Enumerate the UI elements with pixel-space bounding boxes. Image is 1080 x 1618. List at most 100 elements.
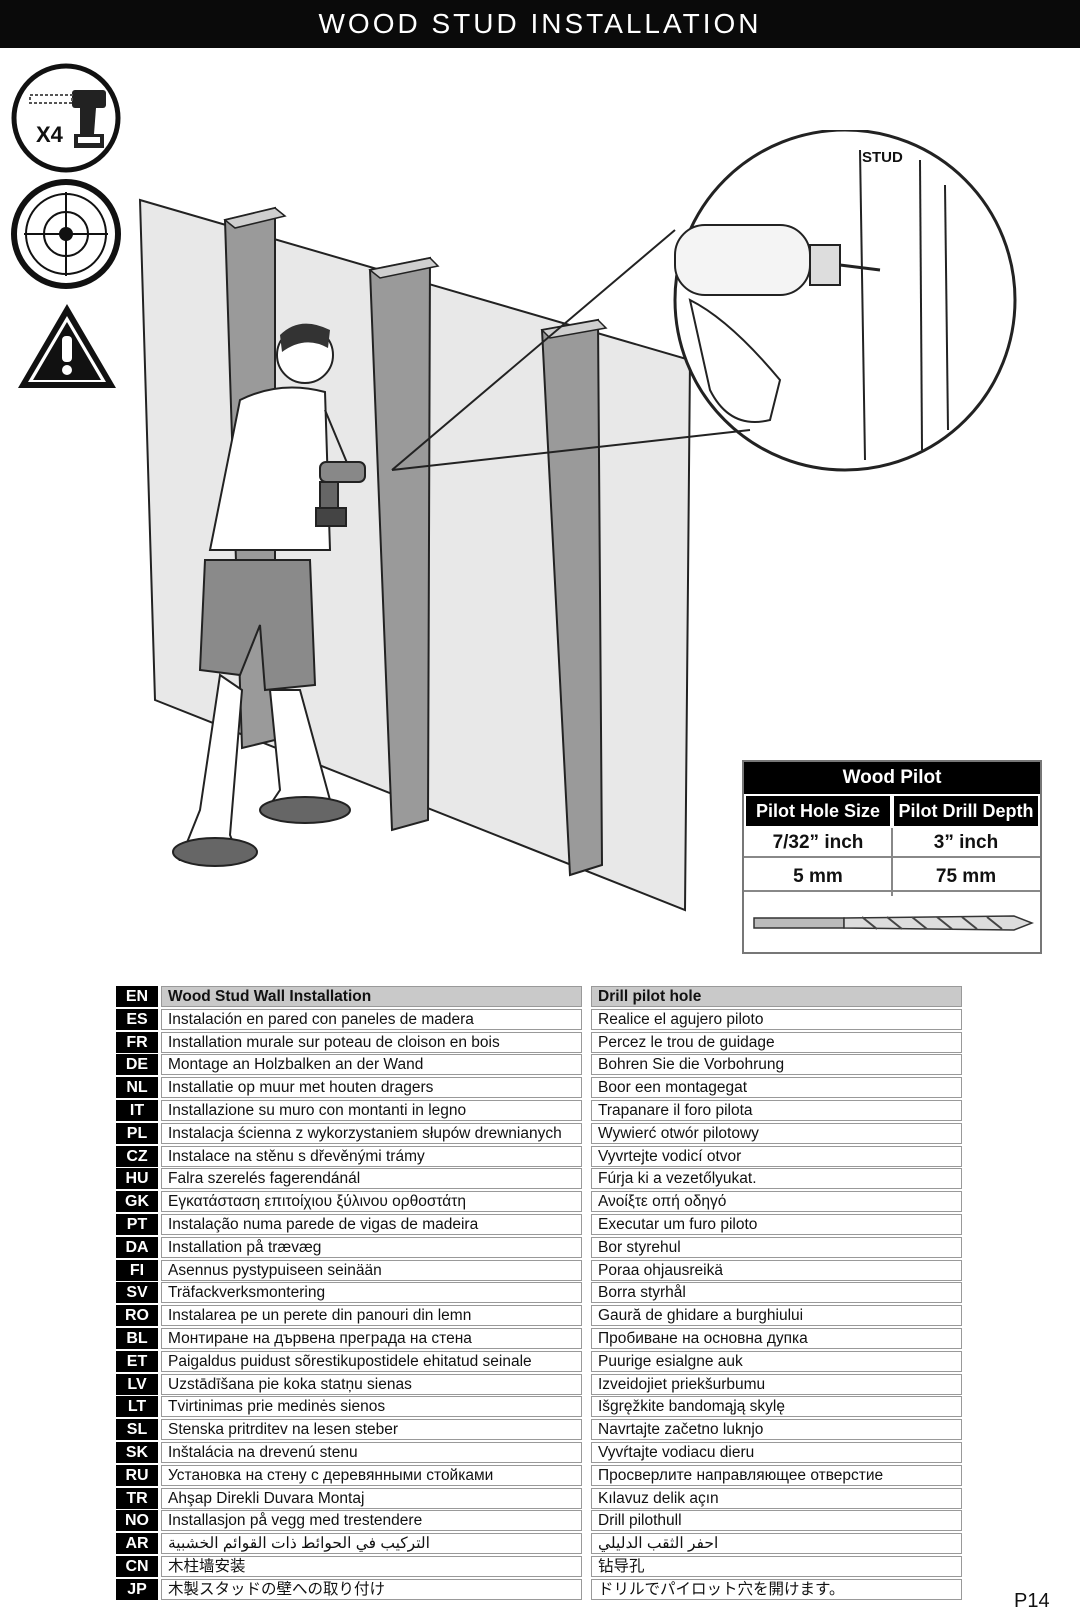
title-cell: Instalace na stěnu s dřevěnými trámy	[161, 1145, 582, 1167]
step-cell: Poraa ohjausreikä	[591, 1259, 962, 1281]
title-cell: Paigaldus puidust sõrestikupostidele ehi…	[161, 1350, 582, 1372]
warning-icon	[14, 300, 120, 392]
title-cell: Installasjon på vegg med trestendere	[161, 1510, 582, 1532]
language-code: CZ	[116, 1145, 158, 1167]
wood-pilot-table: Wood Pilot Pilot Hole Size Pilot Drill D…	[742, 760, 1042, 954]
language-code: EN	[116, 986, 158, 1007]
title-cell: Falra szerelés fagerendánál	[161, 1168, 582, 1190]
step-cell: Puurige esialgne auk	[591, 1350, 962, 1372]
title-cell: Instalação numa parede de vigas de madei…	[161, 1214, 582, 1235]
language-code: AR	[116, 1533, 158, 1555]
language-code: DA	[116, 1236, 158, 1258]
title-cell: Stenska pritrditev na lesen steber	[161, 1419, 582, 1441]
step-cell: ドリルでパイロット穴を開けます。	[591, 1578, 962, 1600]
language-code: CN	[116, 1556, 158, 1577]
pilot-drill-depth-inch: 3” inch	[892, 828, 1040, 858]
language-code: LT	[116, 1396, 158, 1418]
language-code: SV	[116, 1282, 158, 1304]
language-code: JP	[116, 1578, 158, 1600]
title-cell: Ahşap Direkli Duvara Montaj	[161, 1487, 582, 1509]
language-code: FI	[116, 1259, 158, 1281]
pilot-hole-size-inch: 7/32” inch	[744, 828, 892, 858]
pilot-drill-depth-header: Pilot Drill Depth	[894, 796, 1038, 826]
title-cell: Instalacja ścienna z wykorzystaniem słup…	[161, 1122, 582, 1144]
step-cell: Fúrja ki a vezetőlyukat.	[591, 1168, 962, 1190]
step-cell: Trapanare il foro pilota	[591, 1100, 962, 1121]
step-cell: Vyvŕtajte vodiacu dieru	[591, 1442, 962, 1463]
step-cell: Wywierć otwór pilotowy	[591, 1122, 962, 1144]
language-code: BL	[116, 1328, 158, 1349]
step-cell: Borra styrhål	[591, 1282, 962, 1304]
step-cell: Realice el agujero piloto	[591, 1008, 962, 1030]
language-code: NO	[116, 1510, 158, 1532]
language-code: NL	[116, 1077, 158, 1099]
title-cell: Wood Stud Wall Installation	[161, 986, 582, 1007]
title-cell: Installazione su muro con montanti in le…	[161, 1100, 582, 1121]
title-cell: Asennus pystypuiseen seinään	[161, 1259, 582, 1281]
stud-finder-target-icon	[10, 178, 122, 290]
step-cell: Executar um furo piloto	[591, 1214, 962, 1235]
language-code: RO	[116, 1305, 158, 1327]
language-code: IT	[116, 1100, 158, 1121]
page-number: P14	[1014, 1590, 1050, 1612]
step-cell: Kılavuz delik açın	[591, 1487, 962, 1509]
title-cell: 木製スタッドの壁への取り付け	[161, 1578, 582, 1600]
language-code: GK	[116, 1191, 158, 1213]
title-cell: Montage an Holzbalken an der Wand	[161, 1054, 582, 1076]
step-cell: Vyvrtejte vodicí otvor	[591, 1145, 962, 1167]
language-code: ET	[116, 1350, 158, 1372]
drill-bit-icon	[752, 908, 1035, 938]
installation-illustration: STUD	[130, 128, 1030, 950]
language-code: PT	[116, 1214, 158, 1235]
title-cell: 木柱墙安装	[161, 1556, 582, 1577]
title-cell: Inštalácia na drevenú stenu	[161, 1442, 582, 1463]
drill-icon: X4	[10, 62, 122, 174]
language-code: ES	[116, 1008, 158, 1030]
title-cell: Träfackverksmontering	[161, 1282, 582, 1304]
title-cell: Installatie op muur met houten dragers	[161, 1077, 582, 1099]
stud-label: STUD	[862, 149, 903, 166]
pilot-table-divider	[891, 828, 893, 896]
pilot-drill-depth-mm: 75 mm	[892, 862, 1040, 892]
page-header: WOOD STUD INSTALLATION	[0, 0, 1080, 48]
pilot-hole-size-header: Pilot Hole Size	[746, 796, 890, 826]
step-cell: Просверлите направляющее отверстие	[591, 1464, 962, 1486]
title-cell: Установка на стену с деревянными стойкам…	[161, 1464, 582, 1486]
language-code: HU	[116, 1168, 158, 1190]
step-cell: Navrtajte začetno luknjo	[591, 1419, 962, 1441]
title-cell: التركيب في الحوائط ذات القوائم الخشبية	[161, 1533, 582, 1555]
step-cell: Percez le trou de guidage	[591, 1031, 962, 1053]
language-code: SK	[116, 1442, 158, 1463]
title-cell: Installation på trævæg	[161, 1236, 582, 1258]
wood-pilot-title: Wood Pilot	[744, 762, 1040, 794]
step-cell: Gaură de ghidare a burghiului	[591, 1305, 962, 1327]
language-code: FR	[116, 1031, 158, 1053]
step-cell: احفر الثقب الدليلي	[591, 1533, 962, 1555]
title-cell: Tvirtinimas prie medinės sienos	[161, 1396, 582, 1418]
title-cell: Instalación en pared con paneles de made…	[161, 1008, 582, 1030]
step-cell: Drill pilot hole	[591, 986, 962, 1007]
page-title: WOOD STUD INSTALLATION	[318, 8, 762, 39]
title-cell: Εγκατάσταση επιτοίχιου ξύλινου ορθοστάτη	[161, 1191, 582, 1213]
